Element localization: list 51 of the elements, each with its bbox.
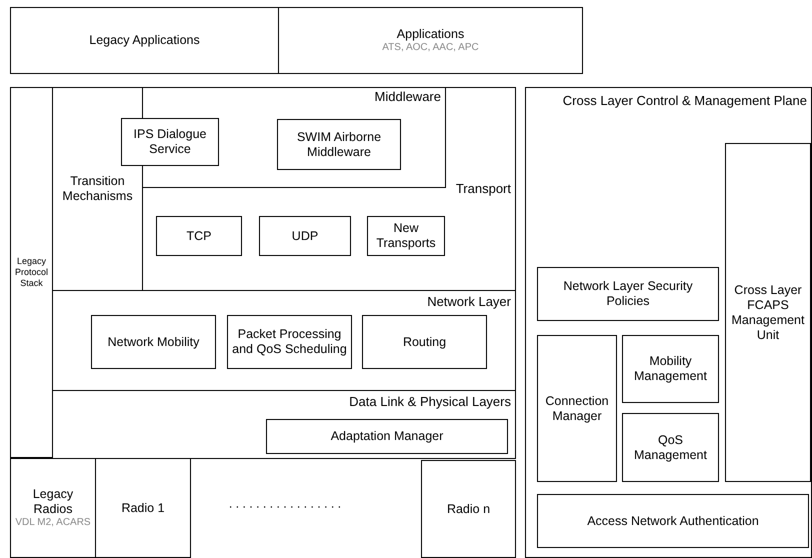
box-label: Network Layer Security Policies: [562, 279, 694, 309]
module-box: [10, 7, 279, 74]
box-label: Radio n: [446, 502, 490, 516]
module-box: [95, 458, 191, 558]
module-box: [362, 315, 487, 369]
box-label: UDP: [292, 228, 318, 244]
box-label: Packet Processing and QoS Scheduling: [231, 327, 348, 357]
module-box: [367, 216, 445, 256]
layer-title: Transport: [456, 181, 511, 196]
box-label: TCP: [186, 228, 212, 244]
box-sublabel: ATS, AOC, AAC, APC: [382, 42, 479, 54]
box-label: Legacy Protocol Stack: [14, 256, 50, 289]
module-box: [421, 460, 516, 558]
box-label: Cross Layer FCAPS Management Unit: [730, 282, 806, 342]
box-label: Legacy Applications: [89, 33, 200, 48]
module-box: [91, 315, 216, 369]
module-box: [622, 413, 719, 482]
box-label: SWIM Airborne Middleware: [296, 130, 382, 160]
module-box: [10, 458, 96, 558]
module-box: [537, 267, 719, 321]
module-box: [622, 335, 719, 403]
module-box: [227, 315, 352, 369]
layer-title: Middleware: [374, 89, 441, 104]
box-label: Access Network Authentication: [587, 514, 759, 528]
layer-title: Cross Layer Control & Management Plane: [562, 93, 807, 108]
box-label: Network Mobility: [108, 334, 200, 350]
module-box: [259, 216, 351, 256]
box-label: Adaptation Manager: [330, 429, 444, 444]
box-sublabel: VDL M2, ACARS: [15, 517, 91, 529]
box-label: QoS Management: [633, 432, 708, 462]
box-label: Mobility Management: [633, 354, 708, 384]
box-label: IPS Dialogue Service: [132, 127, 208, 157]
box-label: Transition Mechanisms: [61, 174, 134, 204]
layer-title: Data Link & Physical Layers: [349, 394, 511, 409]
module-box: [278, 7, 583, 74]
box-label: New Transports: [375, 221, 437, 251]
box-label: Applications: [396, 27, 464, 42]
module-box: [537, 335, 617, 482]
module-box: [266, 419, 508, 454]
module-box: [156, 216, 242, 256]
box-label: Radio 1: [121, 500, 165, 516]
module-box: [537, 494, 809, 548]
layer-title: Network Layer: [427, 294, 511, 309]
box-label: Connection Manager: [544, 394, 610, 424]
module-box: [725, 143, 811, 482]
layer-panel: [525, 87, 812, 558]
box-label: Routing: [402, 334, 446, 350]
module-box: [121, 118, 219, 166]
module-box: [277, 119, 401, 170]
module-box: [10, 87, 53, 458]
box-label: Legacy Radios: [32, 487, 74, 517]
